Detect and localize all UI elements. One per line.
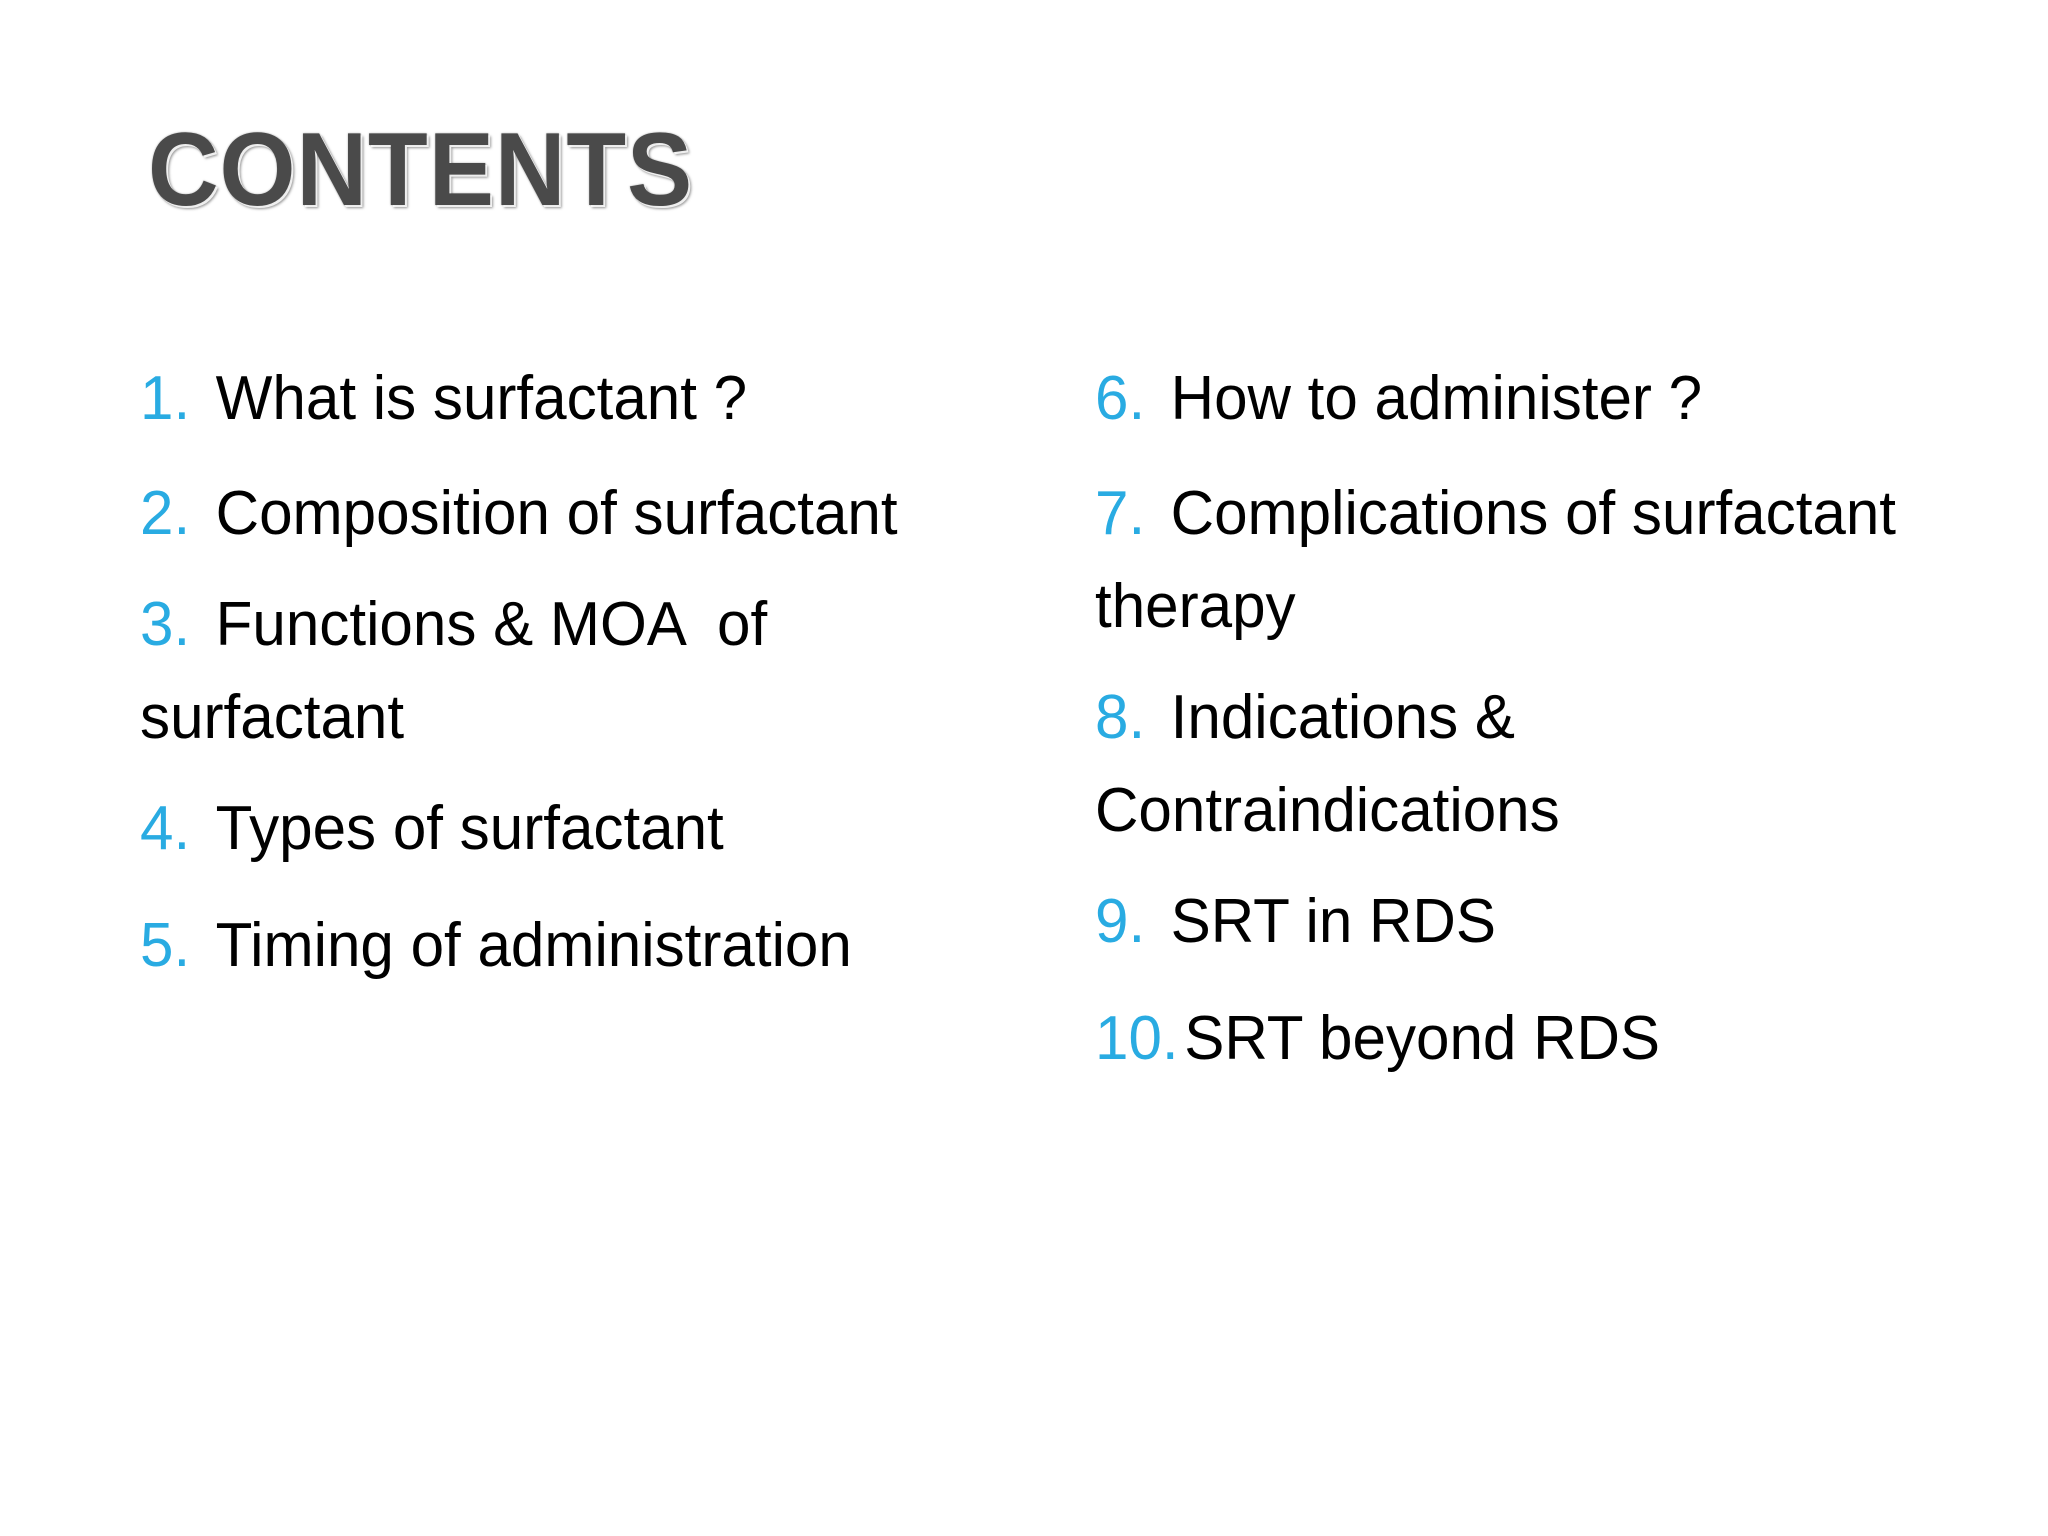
- list-item-number: 4.: [140, 794, 191, 863]
- list-item[interactable]: 10.SRT beyond RDS: [1095, 992, 1949, 1085]
- list-item[interactable]: 7.Complications of surfactant therapy: [1095, 467, 1949, 653]
- list-item-label: Complications of surfactant therapy: [1095, 479, 1913, 641]
- list-item[interactable]: 8.Indications & Contraindications: [1095, 671, 1949, 857]
- list-item-number: 1.: [140, 364, 191, 433]
- list-item-number: 9.: [1095, 887, 1146, 956]
- list-item-number: 7.: [1095, 479, 1146, 548]
- list-item-label: Timing of administration: [215, 911, 852, 980]
- list-item-label: SRT beyond RDS: [1184, 1004, 1661, 1073]
- contents-list-left: 1. What is surfactant ? 2. Composition of …: [140, 352, 1013, 1016]
- list-item-label: Indications & Contraindications: [1095, 683, 1560, 845]
- list-item-label: What is surfactant ?: [215, 364, 748, 433]
- list-item[interactable]: 3.Functions & MOA of surfactant: [140, 578, 1013, 764]
- list-item[interactable]: 9. SRT in RDS: [1095, 875, 1949, 968]
- list-item-label: Functions & MOA of surfactant: [140, 590, 784, 752]
- list-item-number: 8.: [1095, 683, 1146, 752]
- list-item-number: 5.: [140, 911, 191, 980]
- contents-list-right: 6. How to administer ? 7.Complications of…: [1095, 352, 1949, 1109]
- list-item-number: 3.: [140, 590, 191, 659]
- page-title: CONTENTS: [148, 112, 694, 228]
- list-item-label: Composition of surfactant: [215, 479, 898, 548]
- list-item[interactable]: 6. How to administer ?: [1095, 352, 1949, 445]
- list-item-number: 10.: [1095, 1004, 1179, 1073]
- list-item[interactable]: 5. Timing of administration: [140, 899, 1013, 992]
- list-item-label: How to administer ?: [1170, 364, 1703, 433]
- list-item-number: 2.: [140, 479, 191, 548]
- list-item[interactable]: 1. What is surfactant ?: [140, 352, 1013, 445]
- list-item[interactable]: 4. Types of surfactant: [140, 782, 1013, 875]
- list-item-label: SRT in RDS: [1170, 887, 1496, 956]
- list-item-number: 6.: [1095, 364, 1146, 433]
- list-item[interactable]: 2. Composition of surfactant: [140, 467, 1013, 560]
- list-item-label: Types of surfactant: [215, 794, 724, 863]
